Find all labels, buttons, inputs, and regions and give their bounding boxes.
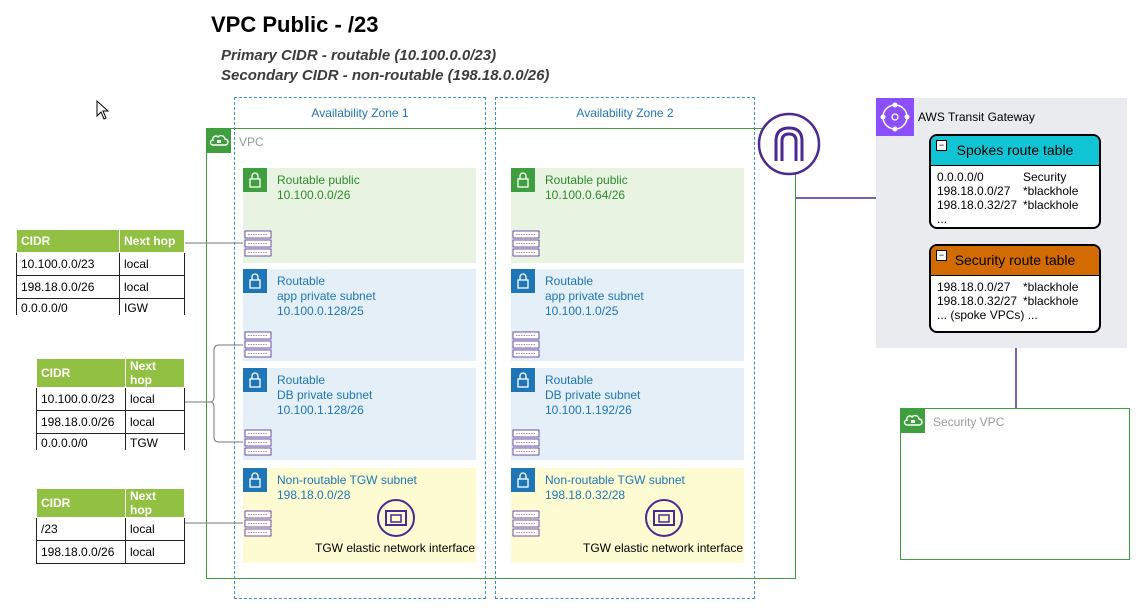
subnet-type: Routable — [277, 274, 326, 288]
lock-icon — [243, 168, 267, 192]
col-next-hop: Next hop — [125, 488, 185, 518]
network-interface-icon — [645, 499, 683, 537]
subnet-name: Routable public — [277, 173, 360, 187]
subnet-name: app private subnet — [277, 289, 376, 303]
security-vpc-label: Security VPC — [933, 415, 1005, 429]
az2-label: Availability Zone 2 — [576, 106, 674, 120]
spokes-route-table-title: Spokes route table — [956, 142, 1074, 158]
lock-icon — [511, 368, 535, 392]
vpc-label: VPC — [239, 135, 264, 149]
subnet-cidr: 198.18.0.32/28 — [545, 488, 626, 502]
subnet-cidr: 10.100.0.64/26 — [545, 188, 626, 202]
lock-icon — [243, 269, 267, 293]
collapse-icon[interactable]: − — [936, 250, 947, 261]
availability-zone-2: Availability Zone 2 — [495, 97, 755, 599]
subnet-cidr: 10.100.1.192/26 — [545, 403, 632, 417]
subnet-cidr: 10.100.1.128/26 — [277, 403, 364, 417]
availability-zone-1: Availability Zone 1 — [234, 97, 486, 599]
lock-icon — [243, 468, 267, 492]
route-row: ... — [937, 212, 948, 226]
internet-gateway-icon — [757, 112, 821, 176]
rt2-connector-db — [209, 401, 245, 443]
subnet-name: Routable public — [545, 173, 628, 187]
collapse-icon[interactable]: − — [936, 140, 947, 151]
subnet-type: Routable — [277, 373, 326, 387]
subnet-name: Non-routable TGW subnet — [277, 473, 417, 487]
transit-gateway-icon — [876, 98, 914, 136]
subnet-cidr: 198.18.0.0/28 — [277, 488, 351, 502]
network-interface-icon — [377, 499, 415, 537]
subnet-cidr: 10.100.0.0/26 — [277, 188, 351, 202]
diagram-title: VPC Public - /23 — [211, 12, 379, 37]
transit-gateway-label: AWS Transit Gateway — [918, 110, 1035, 124]
col-cidr: CIDR — [36, 488, 126, 518]
subnet-type: Routable — [545, 373, 594, 387]
az1-label: Availability Zone 1 — [311, 106, 409, 120]
eni-label: TGW elastic network interface — [583, 541, 744, 555]
security-route-table-title: Security route table — [954, 252, 1076, 268]
mouse-cursor-icon — [96, 100, 110, 120]
route-row: 198.18.0.0/27*blackhole — [937, 184, 1079, 198]
lock-icon — [511, 468, 535, 492]
route-row: 198.18.0.32/27*blackhole — [937, 294, 1079, 308]
lock-icon — [511, 269, 535, 293]
secondary-cidr-subtitle: Secondary CIDR - non-routable (198.18.0.… — [221, 67, 550, 84]
col-cidr: CIDR — [16, 229, 120, 253]
vpc-cloud-icon — [901, 409, 925, 433]
vpc-container: VPC — [206, 128, 796, 579]
subnet-name: Non-routable TGW subnet — [545, 473, 685, 487]
route-row: 198.18.0.0/27*blackhole — [937, 280, 1079, 294]
subnet-cidr: 10.100.0.128/25 — [277, 304, 364, 318]
subnet-type: Routable — [545, 274, 594, 288]
vpc-cloud-icon — [207, 129, 231, 153]
lock-icon — [243, 368, 267, 392]
lock-icon — [511, 168, 535, 192]
security-vpc: Security VPC — [900, 408, 1130, 560]
route-row: ... (spoke VPCs) ... — [937, 308, 1038, 322]
subnet-name: DB private subnet — [277, 388, 373, 402]
subnet-name: app private subnet — [545, 289, 644, 303]
eni-label: TGW elastic network interface — [315, 541, 476, 555]
security-route-table[interactable]: −Security route table 198.18.0.0/27*blac… — [929, 244, 1101, 333]
subnet-cidr: 10.100.1.0/25 — [545, 304, 619, 318]
subnet-name: DB private subnet — [545, 388, 641, 402]
col-next-hop: Next hop — [125, 358, 185, 388]
route-row: 198.18.0.32/27*blackhole — [937, 198, 1079, 212]
primary-cidr-subtitle: Primary CIDR - routable (10.100.0.0/23) — [221, 47, 497, 64]
col-cidr: CIDR — [36, 358, 126, 388]
col-next-hop: Next hop — [119, 229, 185, 253]
